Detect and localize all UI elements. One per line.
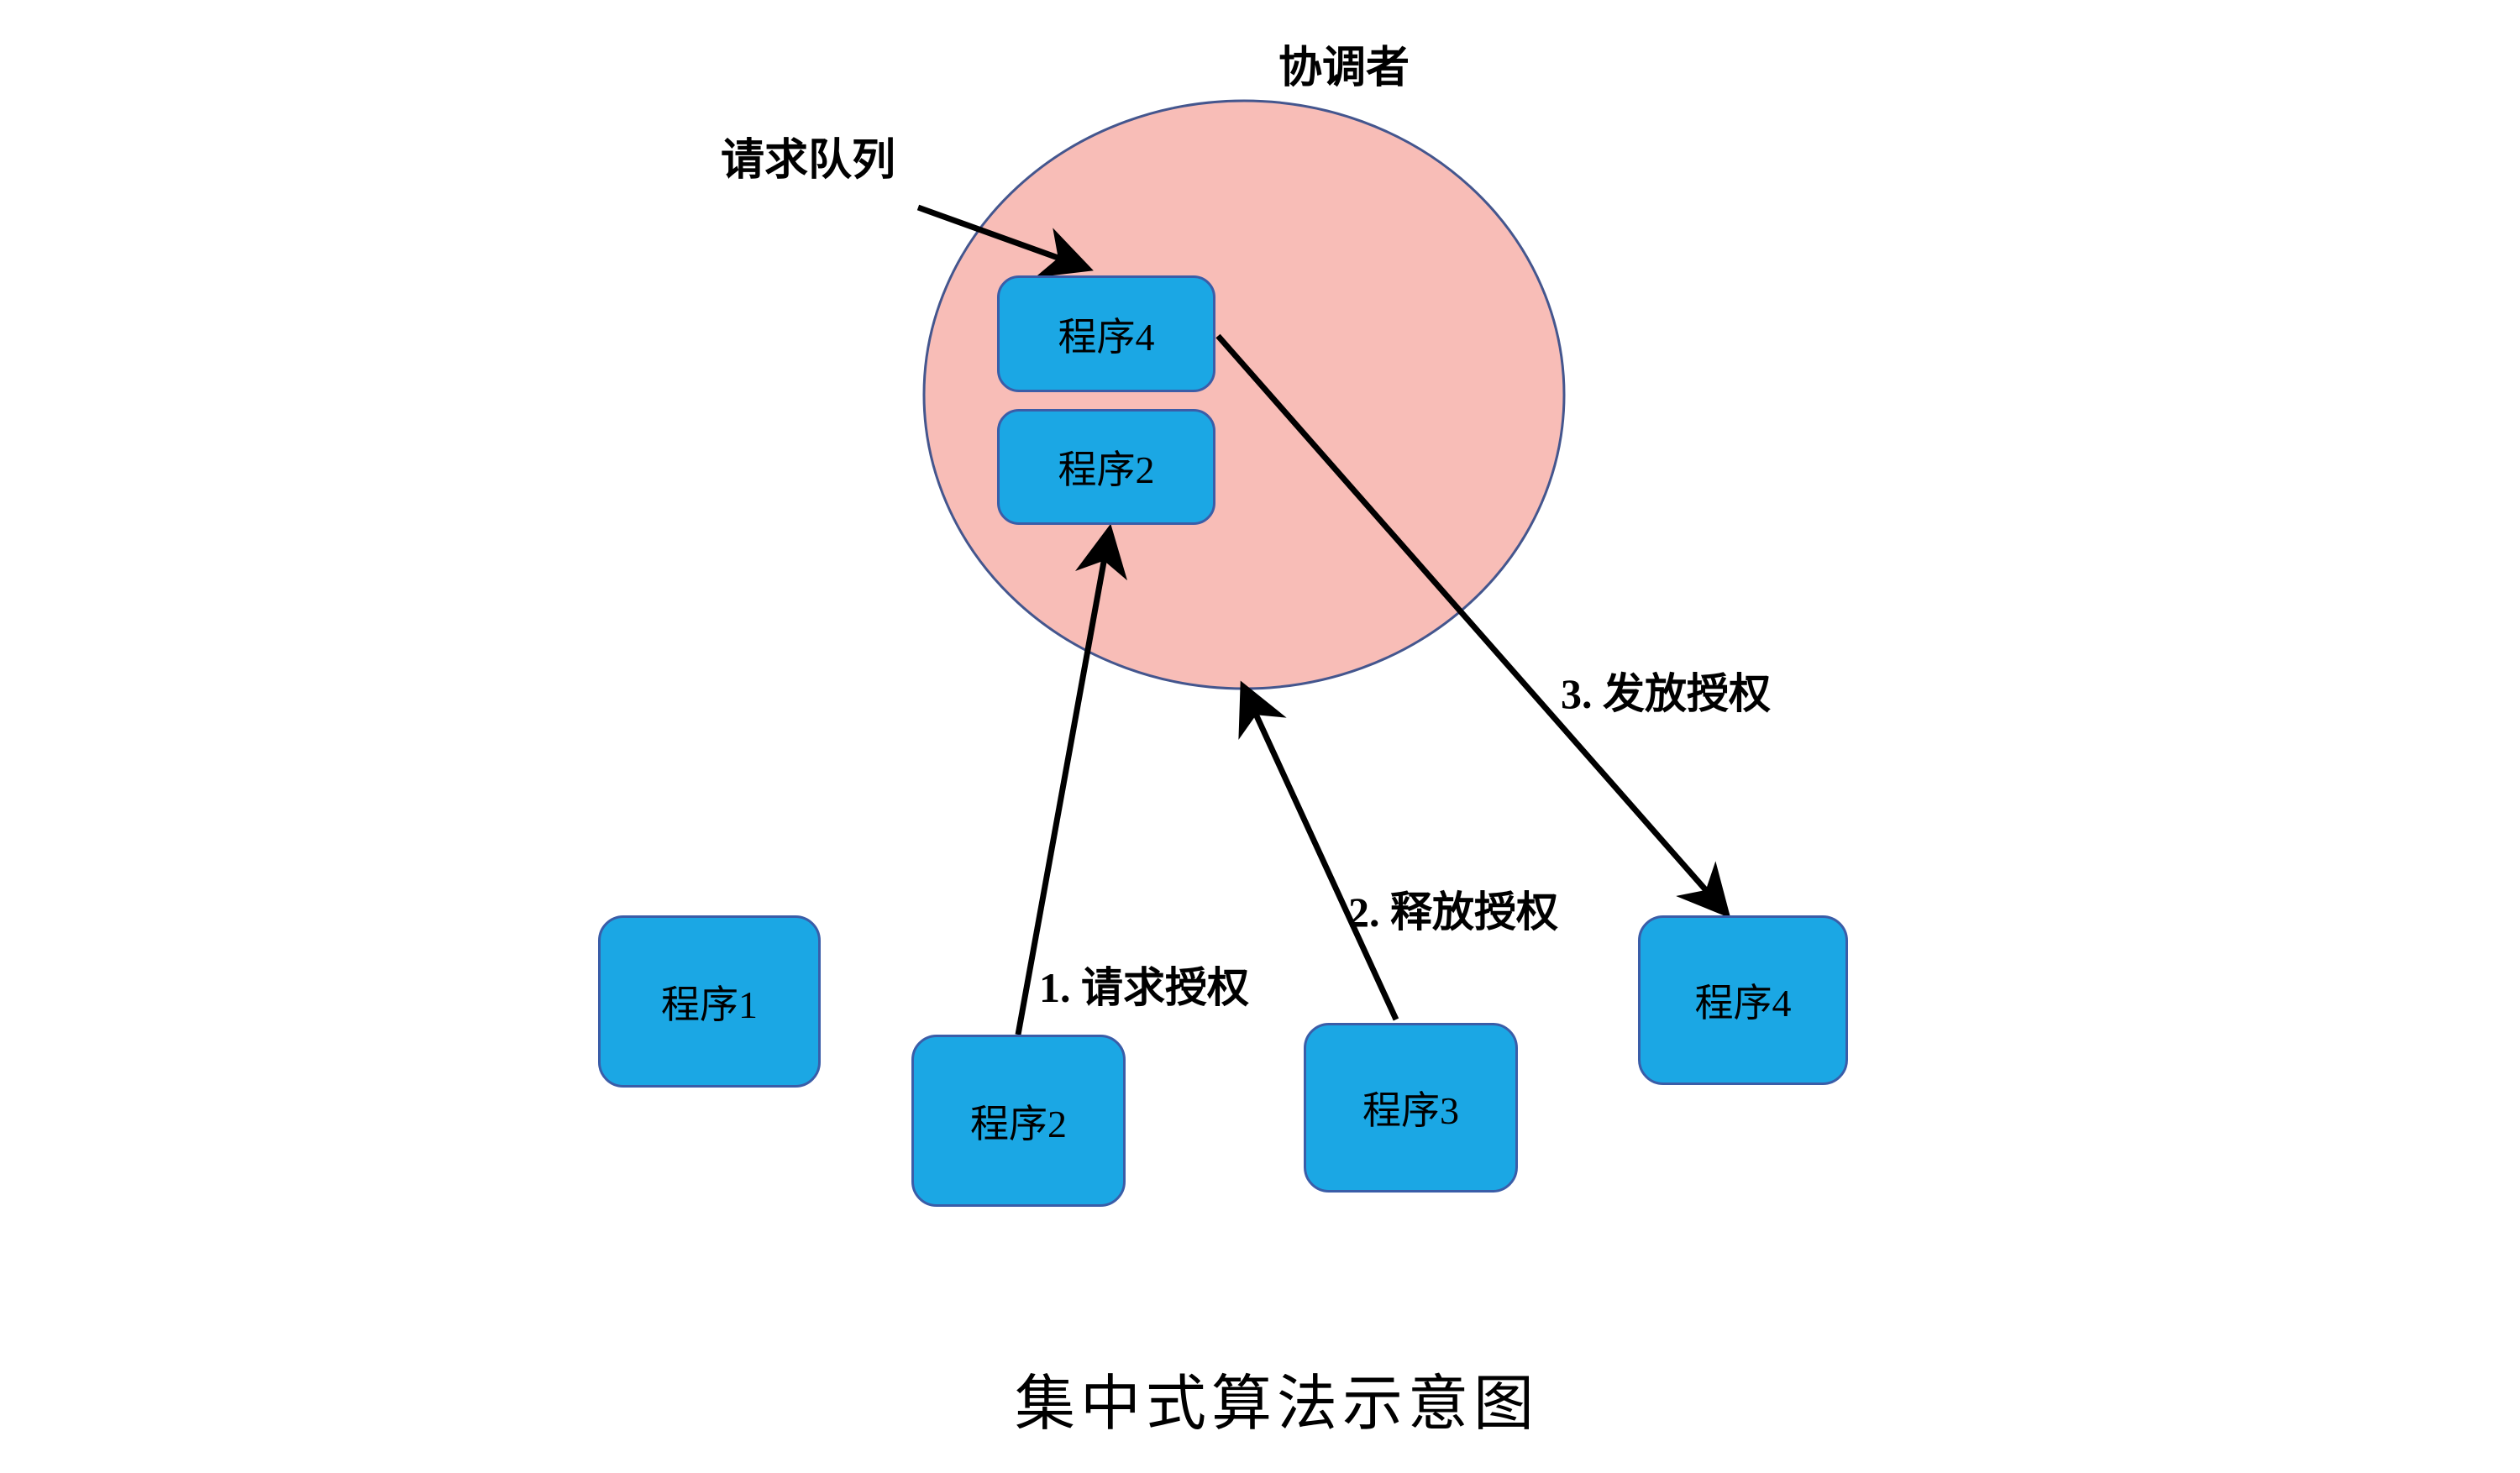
coordinator-label: 协调者 <box>1278 45 1410 92</box>
release-grant-arrow <box>1238 680 1399 1021</box>
step-label-issue: 3. 发放授权 <box>1561 670 1771 717</box>
queue-item-label: 程序2 <box>1058 448 1155 491</box>
queue-pointer-arrow <box>916 204 1094 278</box>
process-box-1: 程序1 <box>598 915 821 1088</box>
process-box-label: 程序4 <box>1694 982 1792 1025</box>
step-label-request: 1. 请求授权 <box>1039 964 1249 1011</box>
request-grant-arrow <box>1015 523 1128 1035</box>
queue-item-label: 程序4 <box>1058 315 1155 359</box>
process-box-label: 程序1 <box>661 983 758 1026</box>
process-box-2: 程序2 <box>911 1035 1126 1207</box>
diagram-title: 集中式算法示意图 <box>1014 1371 1539 1438</box>
coordinator-circle <box>922 99 1566 690</box>
process-box-label: 程序2 <box>970 1102 1067 1145</box>
request-queue-label: 请求队列 <box>721 137 896 185</box>
queue-item-process2: 程序2 <box>997 409 1215 525</box>
process-box-4: 程序4 <box>1638 915 1848 1085</box>
process-box-label: 程序3 <box>1362 1089 1459 1132</box>
process-box-3: 程序3 <box>1304 1023 1518 1193</box>
queue-item-process4: 程序4 <box>997 275 1215 392</box>
issue-grant-arrow <box>1215 333 1731 919</box>
step-label-release: 2. 释放授权 <box>1348 889 1558 936</box>
